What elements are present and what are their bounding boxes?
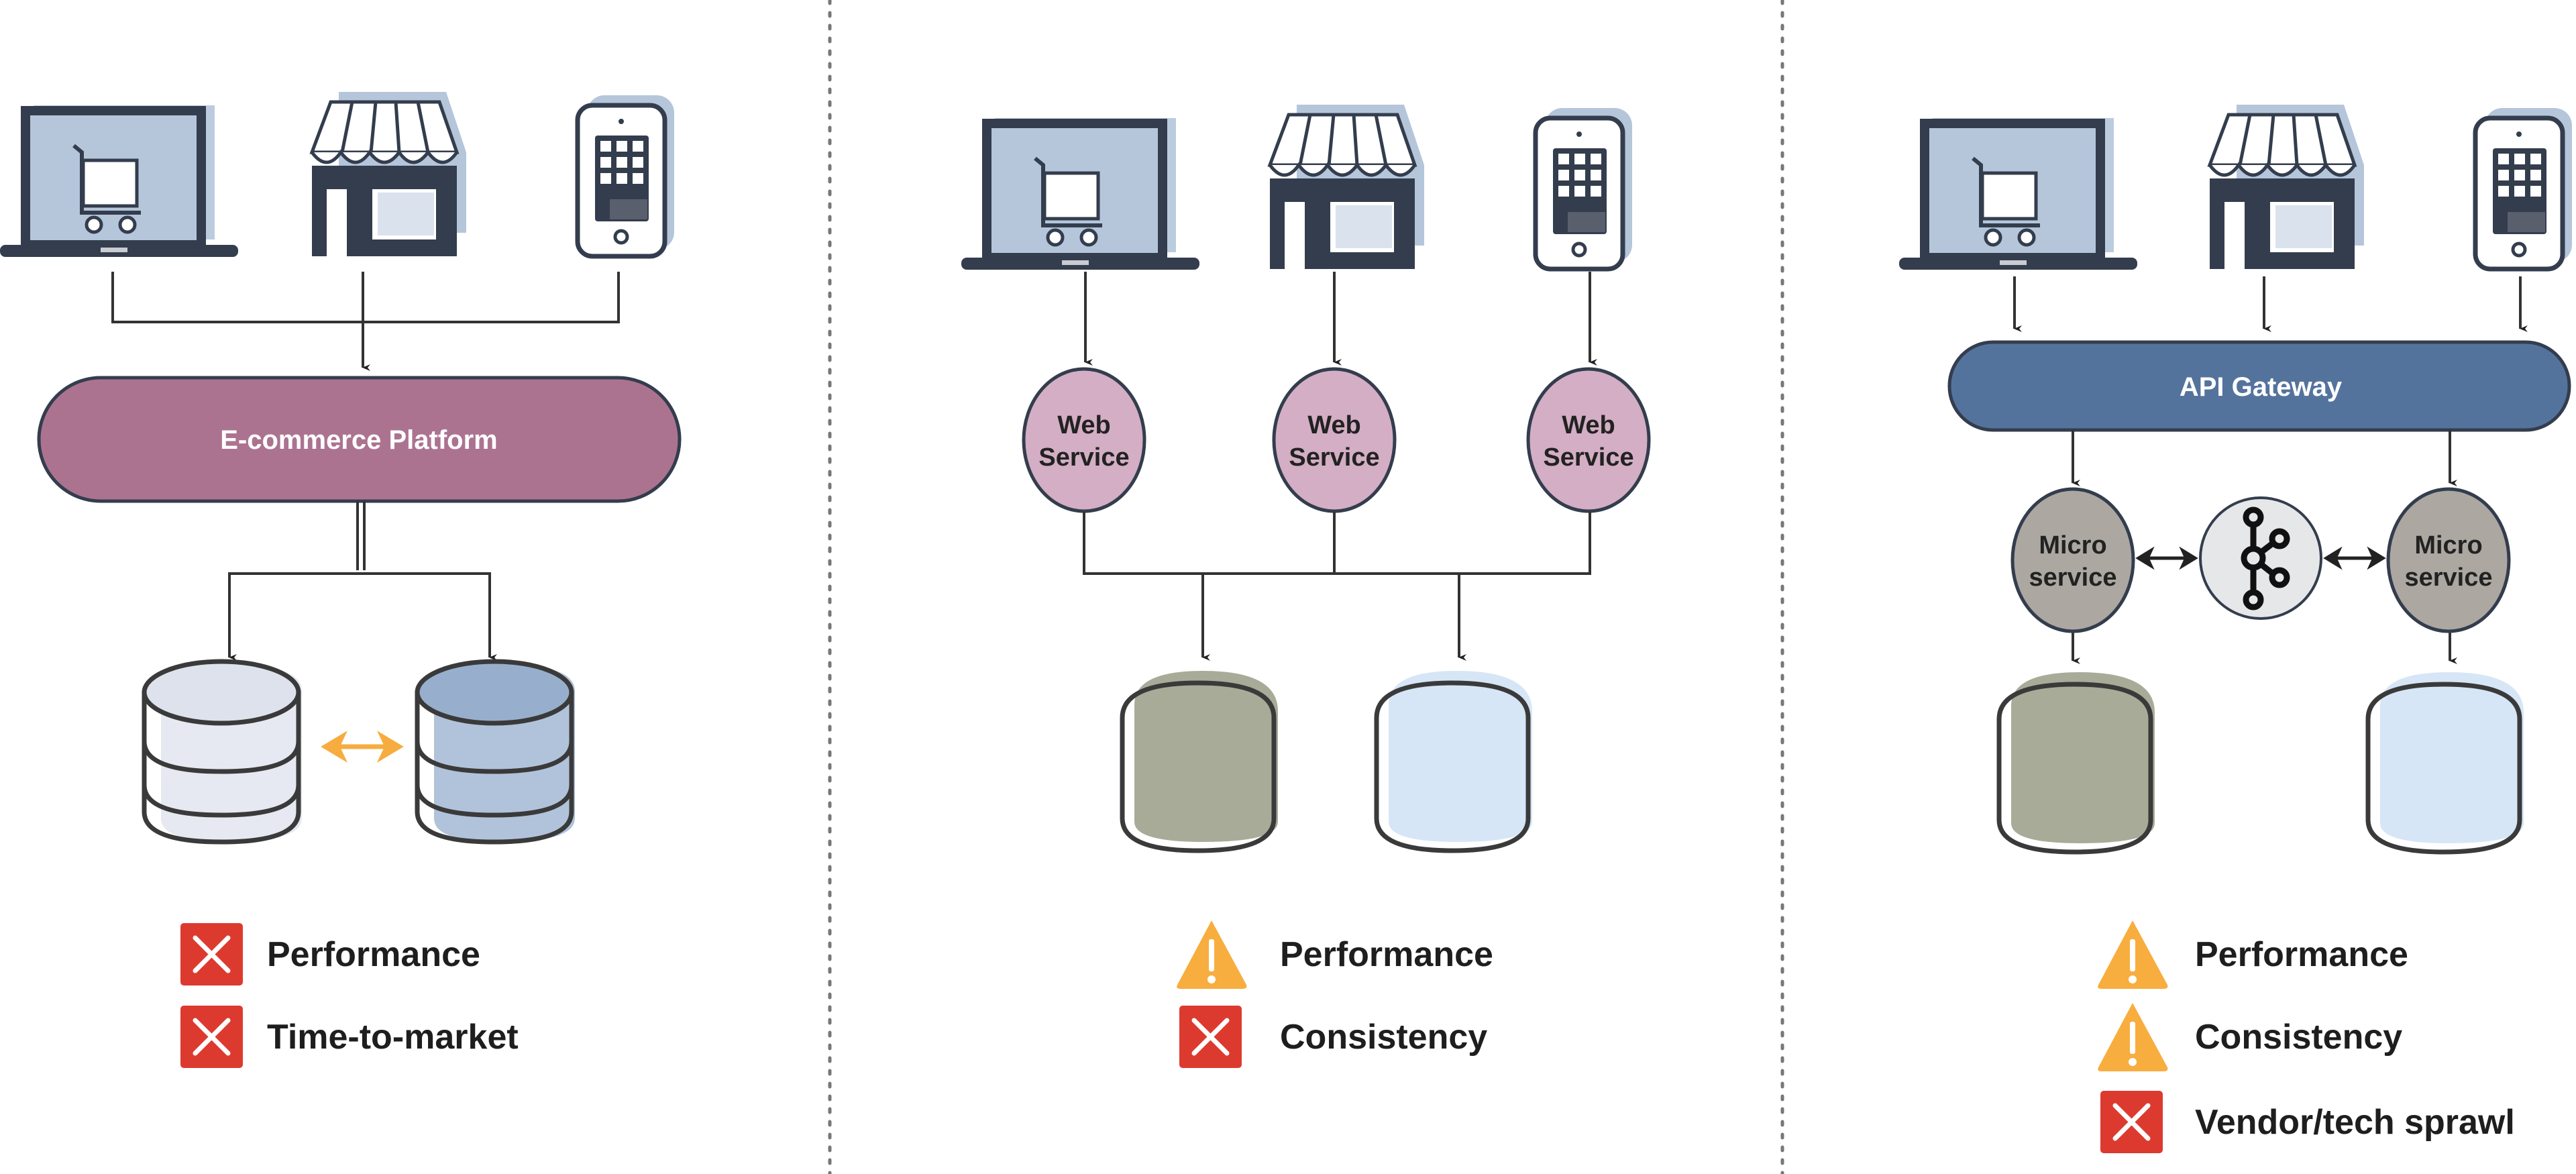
web-service-node-label-line1: Web <box>1057 411 1111 439</box>
warning-icon <box>1177 920 1247 989</box>
warning-icon <box>2098 920 2168 989</box>
legend-item: Consistency <box>1179 1006 1487 1068</box>
kafka-broker-node <box>2199 496 2322 620</box>
storefront-icon <box>1267 105 1424 269</box>
mobile-phone-icon <box>2473 108 2572 272</box>
db-connectors <box>228 501 497 661</box>
database-light-icon <box>142 659 302 845</box>
client-icons <box>961 105 1632 272</box>
legend-label: Vendor/tech sprawl <box>2195 1103 2515 1142</box>
web-service-node-label-line2: Service <box>1543 443 1633 472</box>
laptop-cart-icon <box>0 105 238 257</box>
legend-item: Time-to-market <box>180 1006 519 1068</box>
web-service-node-shape <box>1272 367 1397 513</box>
legend-item: Performance <box>1177 920 1493 989</box>
fail-icon <box>180 1006 243 1068</box>
web-service-node-shape <box>1022 367 1146 513</box>
datastore-olive-icon <box>1996 672 2155 855</box>
legend-item: Consistency <box>2098 1003 2402 1071</box>
web-service-node-label-line2: Service <box>1038 443 1129 472</box>
legend-label: Performance <box>267 935 480 974</box>
warning-icon <box>2098 1003 2168 1071</box>
client-icons <box>1899 105 2572 272</box>
microservice-node-label-line2: service <box>2404 564 2492 592</box>
client-connectors <box>1084 272 1597 366</box>
legend: Performance Consistency <box>1177 920 1493 1068</box>
datastore-sky-icon <box>2365 672 2524 855</box>
web-service-node-shape <box>1526 367 1651 513</box>
legend: Performance Time-to-market <box>180 923 519 1068</box>
web-service-node-label-line2: Service <box>1289 443 1379 472</box>
client-connectors <box>2013 276 2528 332</box>
sync-arrow <box>321 731 404 763</box>
legend-label: Performance <box>2195 935 2408 974</box>
legend-item: Performance <box>2098 920 2408 989</box>
platform-label: E-commerce Platform <box>220 425 497 455</box>
storefront-icon <box>2207 105 2364 269</box>
legend-label: Performance <box>1280 935 1493 974</box>
database-blue-icon <box>415 659 575 845</box>
bus-connectors <box>1083 512 1591 661</box>
microservice-node: Micro service <box>2010 487 2135 633</box>
fail-icon <box>180 923 243 985</box>
laptop-cart-icon <box>1899 118 2137 270</box>
datastore-sky-icon <box>1374 671 1532 853</box>
bidirectional-arrows <box>2135 546 2386 570</box>
web-service-node-label-line1: Web <box>1307 411 1361 439</box>
legend-label: Consistency <box>1280 1018 1487 1057</box>
storefront-icon <box>309 92 466 256</box>
laptop-cart-icon <box>961 118 1199 270</box>
microservice-node-label-line1: Micro <box>2039 531 2106 559</box>
microservice-node-label-line1: Micro <box>2414 531 2482 559</box>
gateway-label: API Gateway <box>2180 372 2343 402</box>
mobile-phone-icon <box>1533 108 1632 272</box>
microservice-node: Micro service <box>2386 487 2511 633</box>
panel-monolith: E-commerce Platform Performance Time-to-… <box>0 92 682 1068</box>
legend-label: Time-to-market <box>267 1018 519 1057</box>
client-icons <box>0 92 674 259</box>
datastore-olive-icon <box>1120 671 1278 853</box>
microservice-nodes: Micro service Micro service <box>2010 487 2511 633</box>
kafka-icon <box>2241 506 2290 610</box>
platform-pill: E-commerce Platform <box>37 376 682 503</box>
panel-microservices: API Gateway Micro service Micro service <box>1899 105 2572 1153</box>
microservice-node-label-line2: service <box>2029 564 2116 592</box>
legend-item: Performance <box>180 923 480 985</box>
api-gateway-pill: API Gateway <box>1947 340 2571 432</box>
legend-label: Consistency <box>2195 1018 2402 1057</box>
legend: Performance Consistency Vendor/tech spra… <box>2098 920 2515 1153</box>
client-connectors <box>111 272 620 371</box>
mobile-phone-icon <box>575 95 674 259</box>
fail-icon <box>1179 1006 1242 1068</box>
legend-item: Vendor/tech sprawl <box>2100 1091 2515 1153</box>
microservice-node-shape <box>2010 487 2135 633</box>
fail-icon <box>2100 1091 2163 1153</box>
web-service-node-label-line1: Web <box>1562 411 1615 439</box>
microservice-node-shape <box>2386 487 2511 633</box>
